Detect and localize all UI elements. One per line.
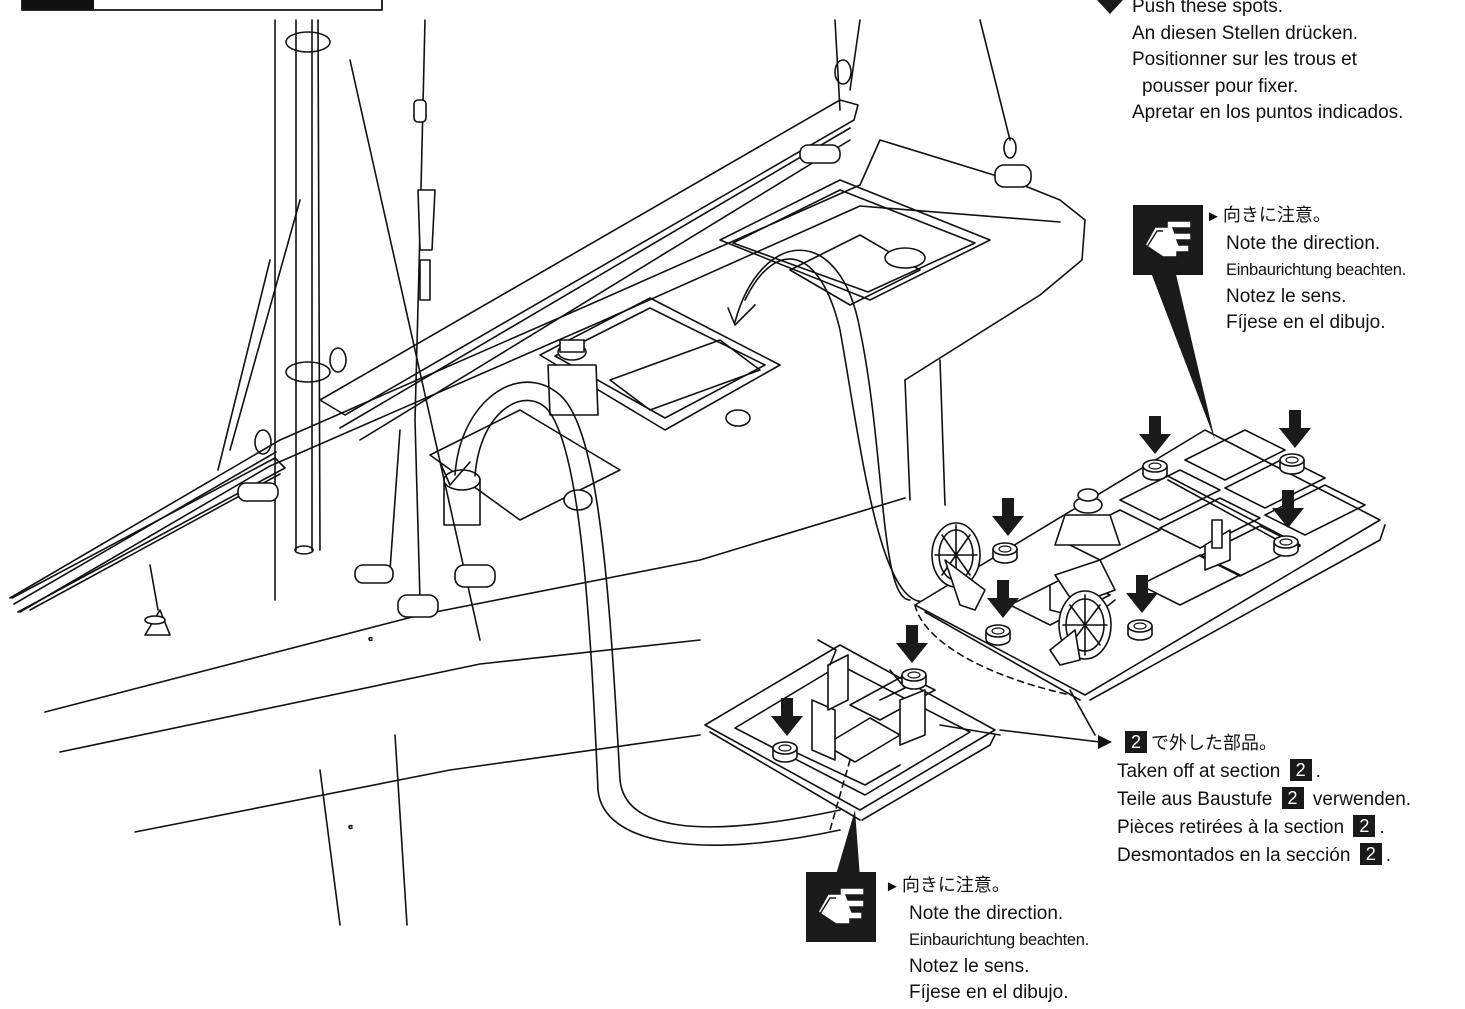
direction-note-bottom: ►向きに注意。 Note the direction. Einbaurichtu… [885,873,1089,1007]
direction-note-top-fr: Notez le sens. [1226,285,1347,307]
section-badge: 2 [1359,843,1382,865]
direction-note-top-en: Note the direction. [1226,232,1381,254]
taken-off-ja: で外した部品。 [1151,733,1278,754]
pointing-hand-icon [1132,204,1204,276]
direction-note-bottom-fr: Notez le sens. [909,955,1030,977]
direction-note-top-de: Einbaurichtung beachten. [1226,261,1406,279]
direction-note-bottom-en: Note the direction. [909,902,1064,924]
period: . [1385,845,1391,866]
direction-note-bottom-ja: 向きに注意。 [901,875,1010,896]
legend-push-arrow-icon [1097,0,1123,14]
direction-note-bottom-de: Einbaurichtung beachten. [909,931,1089,949]
section-badge: 2 [1289,759,1312,781]
push-note-line-1: Push these spots. [1132,0,1284,17]
taken-off-de-post: verwenden. [1312,789,1412,810]
taken-off-de-pre: Teile aus Baustufe [1117,789,1273,810]
push-note: Push these spots. An diesen Stellen drüc… [1100,0,1403,127]
period: . [1315,761,1321,782]
section-badge: 2 [1353,815,1376,837]
push-note-line-4: pousser pour fixer. [1142,75,1299,97]
direction-note-top: ►向きに注意。 Note the direction. Einbaurichtu… [1206,203,1406,337]
period: . [1379,817,1385,838]
pointing-hand-icon [805,871,877,943]
pointer-triangle-icon: ► [885,878,900,895]
push-note-line-2: An diesen Stellen drücken. [1132,22,1359,44]
push-note-line-5: Apretar en los puntos indicados. [1132,102,1404,123]
direction-note-top-es: Fíjese en el dibujo. [1226,312,1386,333]
taken-off-fr: Pièces retirées à la section [1117,817,1345,838]
push-note-line-3: Positionner sur les trous et [1132,49,1357,70]
pointer-triangle-icon: ► [1206,208,1221,225]
direction-note-top-ja: 向きに注意。 [1222,205,1331,226]
direction-note-bottom-es: Fíjese en el dibujo. [909,982,1069,1003]
taken-off-en: Taken off at section [1117,761,1281,782]
taken-off-es: Desmontados en la sección [1117,845,1351,866]
section-badge: 2 [1125,731,1148,753]
section-badge: 2 [1281,787,1304,809]
